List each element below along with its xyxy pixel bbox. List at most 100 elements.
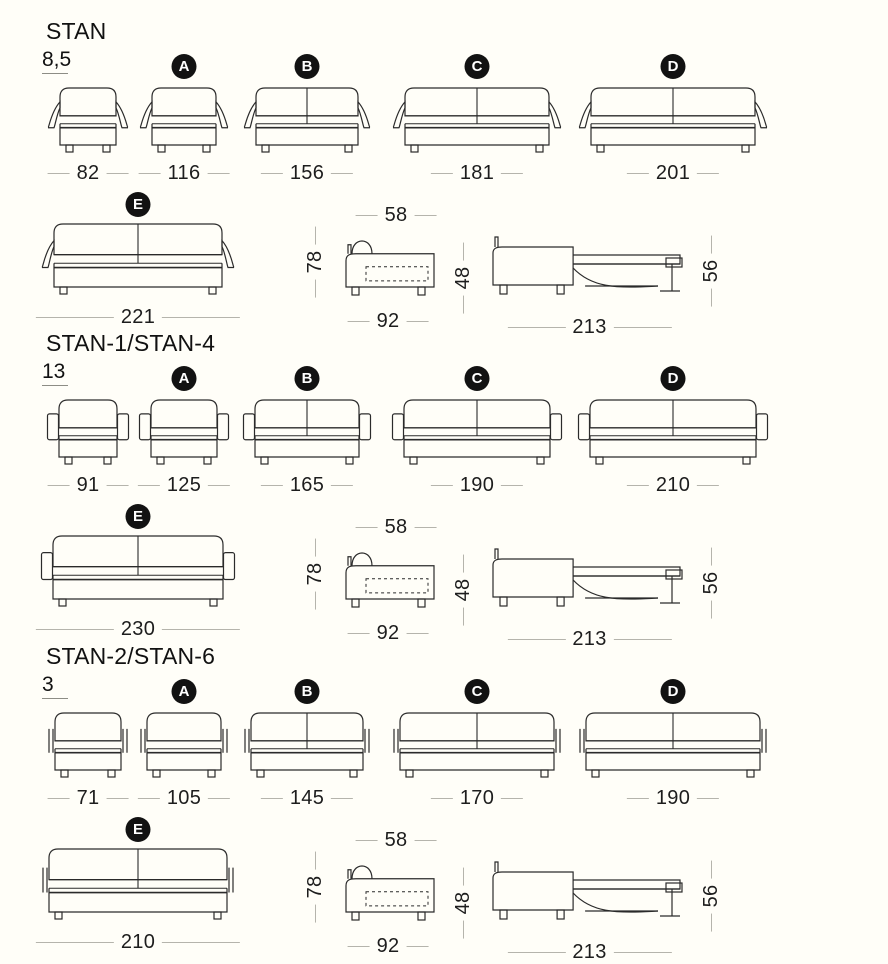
width-dimension: 125	[137, 474, 231, 497]
width-dimension: 71	[47, 787, 129, 810]
dimension-value: 230	[120, 618, 156, 640]
model-badge: A	[171, 679, 197, 704]
dimension-rule	[697, 798, 720, 799]
dimension-rule	[47, 798, 70, 799]
dimension-rule	[406, 633, 429, 634]
width-dimension: 156	[260, 162, 354, 185]
dimension-rule	[613, 639, 672, 640]
seat-depth-dimension: 58	[355, 516, 437, 539]
dimension-value: 92	[376, 935, 400, 957]
dimension-rule	[355, 215, 378, 216]
width-dimension: 221	[35, 306, 241, 329]
scale-mark-value: 8,5	[42, 48, 72, 71]
sofa-front-view	[46, 394, 130, 466]
sofa-bed-open-view	[487, 538, 692, 608]
sofa-front-view	[577, 707, 769, 779]
dimension-rule	[501, 173, 524, 174]
dimension-value: 190	[655, 787, 691, 809]
model-badge: D	[660, 54, 686, 79]
dimension-value: 201	[655, 162, 691, 184]
dimension-rule	[711, 860, 712, 879]
sofa-front-view	[138, 394, 230, 466]
dimension-rule	[260, 173, 283, 174]
dimension-value: 78	[304, 562, 326, 586]
seat-height-dimension: 48	[452, 554, 475, 626]
dimension-rule	[35, 942, 114, 943]
dimension-rule	[208, 485, 231, 486]
dimension-rule	[501, 798, 524, 799]
depth-dimension: 92	[347, 935, 429, 958]
dimension-value: 56	[700, 571, 722, 595]
dimension-rule	[507, 639, 566, 640]
width-dimension: 201	[626, 162, 720, 185]
width-dimension: 165	[260, 474, 354, 497]
dimension-value: 48	[452, 578, 474, 602]
model-badge: E	[125, 817, 151, 842]
dimension-rule	[162, 942, 241, 943]
sofa-front-view	[242, 82, 372, 154]
dimension-rule	[463, 920, 464, 939]
dimension-rule	[47, 485, 70, 486]
dimension-rule	[711, 913, 712, 932]
sofa-side-view	[338, 544, 438, 608]
dimension-rule	[315, 591, 316, 610]
dimension-value: 221	[120, 306, 156, 328]
sofa-front-view	[138, 707, 230, 779]
dimension-rule	[430, 485, 453, 486]
dimension-value: 213	[572, 941, 607, 963]
dimension-rule	[697, 485, 720, 486]
sofa-bed-open-view	[487, 851, 692, 921]
width-dimension: 82	[47, 162, 129, 185]
width-dimension: 181	[430, 162, 524, 185]
model-badge: B	[294, 54, 320, 79]
model-badge: A	[171, 54, 197, 79]
sofa-bed-open-view	[487, 226, 692, 296]
dimension-value: 170	[459, 787, 495, 809]
scale-mark-value: 13	[42, 360, 66, 383]
dimension-rule	[138, 173, 161, 174]
dimension-rule	[106, 173, 129, 174]
dimension-rule	[414, 840, 437, 841]
dimension-value: 156	[289, 162, 325, 184]
bed-length-dimension: 213	[507, 316, 672, 339]
sofa-front-view	[40, 218, 236, 296]
dimension-rule	[47, 173, 70, 174]
dimension-rule	[331, 485, 354, 486]
width-dimension: 210	[35, 931, 241, 954]
dimension-rule	[315, 538, 316, 557]
dimension-rule	[260, 798, 283, 799]
model-badge: D	[660, 679, 686, 704]
width-dimension: 170	[430, 787, 524, 810]
dimension-rule	[406, 946, 429, 947]
bed-length-dimension: 213	[507, 941, 672, 964]
dimension-value: 125	[166, 474, 202, 496]
scale-mark-rule	[42, 73, 68, 74]
dimension-rule	[315, 904, 316, 923]
dimension-rule	[137, 798, 160, 799]
model-badge: B	[294, 366, 320, 391]
dimension-rule	[463, 295, 464, 314]
dimension-rule	[162, 629, 241, 630]
dimension-rule	[347, 321, 370, 322]
dimension-rule	[613, 327, 672, 328]
dimension-rule	[355, 840, 378, 841]
model-badge: B	[294, 679, 320, 704]
section-title: STAN-1/STAN-4	[46, 330, 216, 356]
dimension-rule	[711, 235, 712, 254]
seat-depth-dimension: 58	[355, 204, 437, 227]
model-badge: C	[464, 679, 490, 704]
dimension-rule	[507, 952, 566, 953]
dimension-rule	[613, 952, 672, 953]
dimension-rule	[347, 946, 370, 947]
dimension-rule	[137, 485, 160, 486]
dimension-rule	[697, 173, 720, 174]
dimension-value: 210	[120, 931, 156, 953]
dimension-rule	[207, 173, 230, 174]
dimension-rule	[626, 173, 649, 174]
sofa-front-view	[391, 82, 563, 154]
dimension-value: 190	[459, 474, 495, 496]
sofa-side-view	[338, 232, 438, 296]
section-title: STAN	[46, 18, 107, 44]
dimension-value: 78	[304, 250, 326, 274]
